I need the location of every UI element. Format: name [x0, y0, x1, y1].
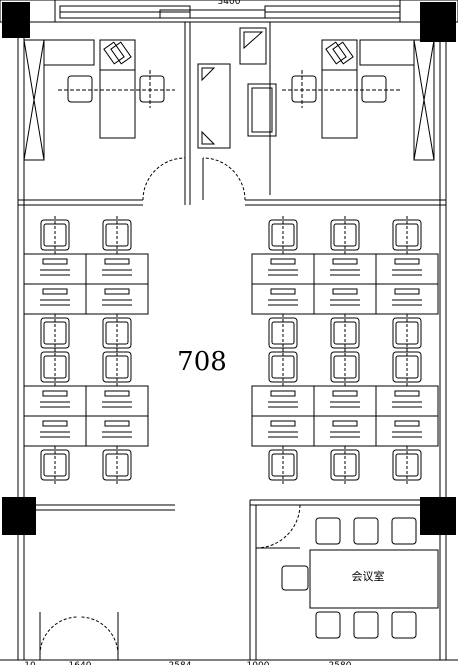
left-cluster-b-chair-bottom-0 [40, 449, 70, 481]
small-cabinet-top [239, 27, 267, 65]
right-cluster-b-chair-top-2 [392, 351, 422, 383]
office-right-chair-b [361, 75, 387, 103]
door-swing-left [142, 157, 186, 201]
room-number: 708 [177, 347, 227, 377]
office-left-shelf [43, 39, 95, 66]
right-cluster-a-chair-top-0 [268, 219, 298, 251]
pillar-top-left [2, 2, 30, 38]
pillar-bottom-left [2, 497, 36, 535]
left-cluster-b-chair-top-1 [102, 351, 132, 383]
right-cluster-b-chair-top-1 [330, 351, 360, 383]
dimension-bottom-c: 1640 [69, 661, 92, 665]
meeting-door-swing [255, 504, 301, 549]
right-cluster-b-chair-bottom-0 [268, 449, 298, 481]
small-cabinet-left [197, 63, 231, 149]
entrance-door-swing-right [79, 616, 119, 656]
left-cluster-a-chair-top-1 [102, 219, 132, 251]
office-right-chair-a [291, 75, 317, 103]
dimension-bottom-e: 10 [24, 661, 36, 665]
office-left-cabinet [23, 39, 45, 161]
dimension-top: 3400 [218, 0, 241, 7]
meeting-table [309, 549, 439, 609]
meeting-room-label: 会议室 [352, 569, 385, 583]
small-table [247, 83, 277, 137]
door-swing-right [202, 157, 246, 201]
dimension-bottom-d: 1000 [247, 661, 270, 665]
pillar-top-right [420, 2, 456, 42]
left-cluster-b-chair-bottom-1 [102, 449, 132, 481]
office-left-chair-b [139, 75, 165, 103]
pillar-bottom-right [420, 497, 456, 535]
right-cluster-b-chair-top-0 [268, 351, 298, 383]
left-cluster-b-chair-top-0 [40, 351, 70, 383]
office-left-chair-a [67, 75, 93, 103]
dimension-bottom-a: 2584 [169, 661, 192, 665]
dimension-bottom-b: 2580 [329, 661, 352, 665]
right-cluster-b-chair-bottom-1 [330, 449, 360, 481]
office-right-shelf [359, 39, 415, 66]
right-cluster-b-chair-bottom-2 [392, 449, 422, 481]
window-center [159, 9, 266, 19]
right-cluster-a-chair-top-2 [392, 219, 422, 251]
left-cluster-a-chair-top-0 [40, 219, 70, 251]
right-cluster-a-chair-top-1 [330, 219, 360, 251]
entrance-door-swing-left [39, 616, 79, 656]
